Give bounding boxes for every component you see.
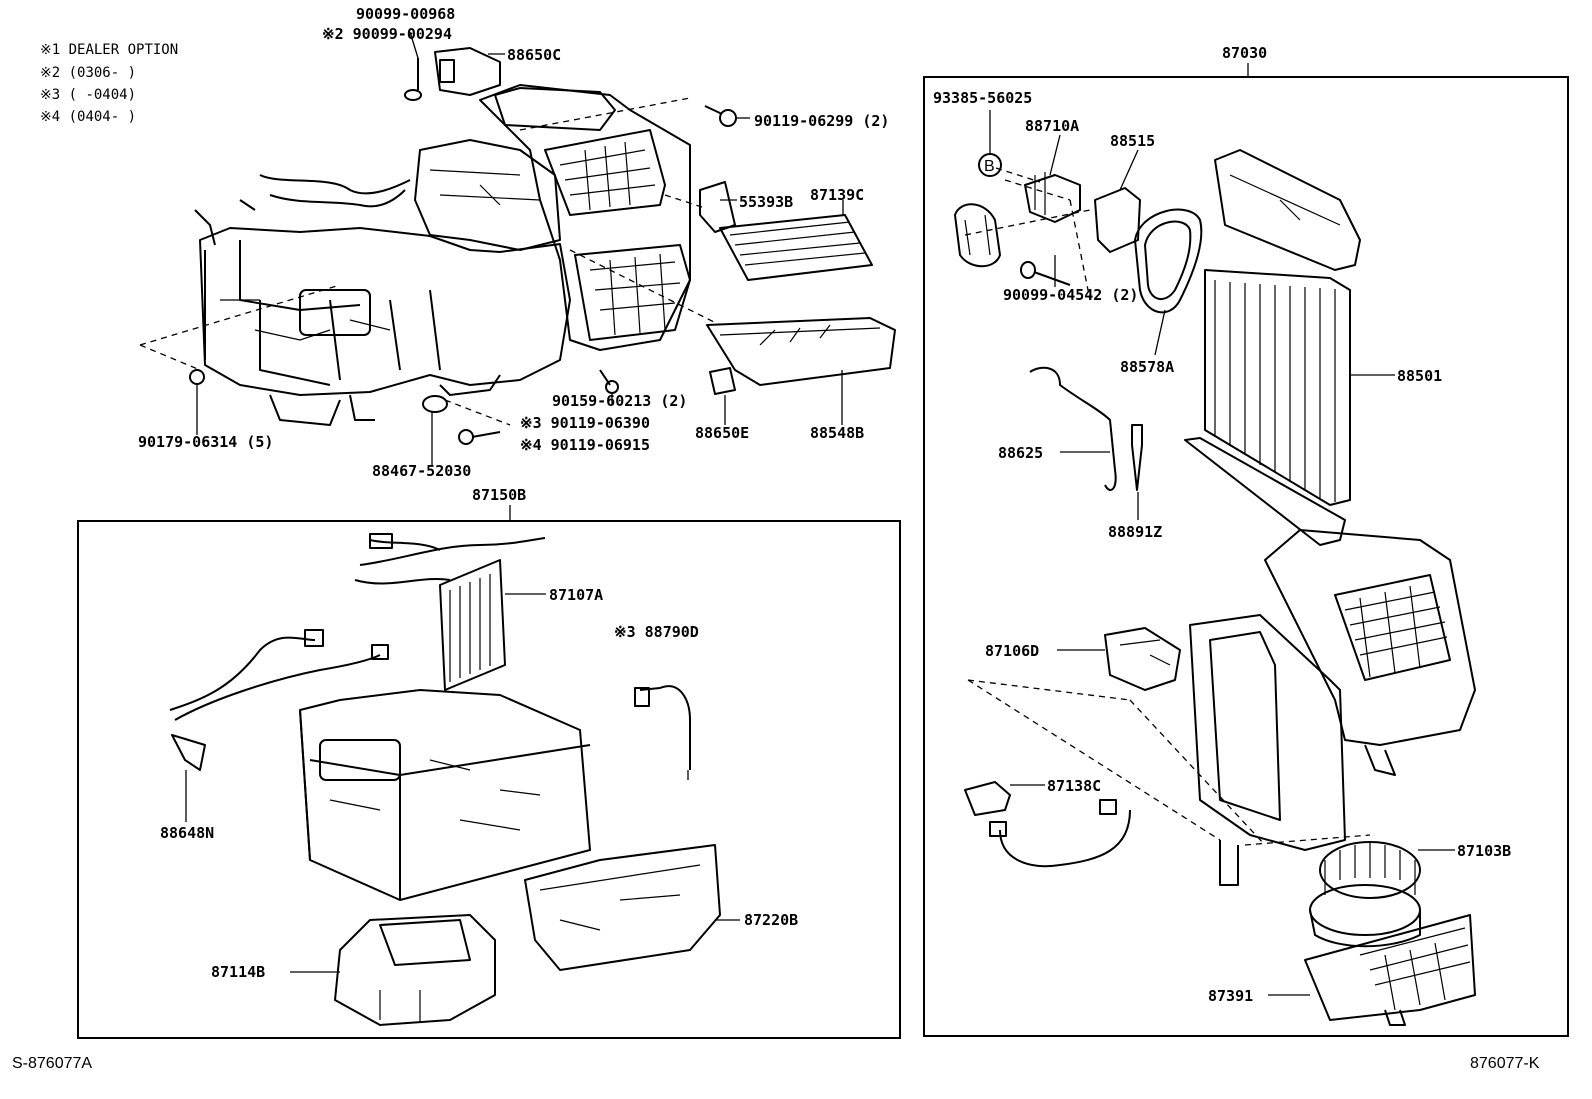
label-87030: 87030 bbox=[1222, 44, 1267, 62]
wire-87138C bbox=[964, 781, 1131, 868]
label-87107A: 87107A bbox=[549, 586, 603, 604]
duct-87220B bbox=[524, 844, 721, 971]
label-90119-06299: 90119-06299 (2) bbox=[754, 112, 889, 130]
label-88648N: 88648N bbox=[160, 824, 214, 842]
label-88650E: 88650E bbox=[695, 424, 749, 442]
label-88625: 88625 bbox=[998, 444, 1043, 462]
label-87114B: 87114B bbox=[211, 963, 265, 981]
label-90099-04542: 90099-04542 (2) bbox=[1003, 286, 1138, 304]
grommet-88467-52030 bbox=[422, 395, 448, 413]
screw-90159-60213 bbox=[599, 369, 619, 394]
marker-b: B bbox=[978, 153, 1002, 177]
screw-90099-00968 bbox=[404, 58, 422, 101]
label-87220B: 87220B bbox=[744, 911, 798, 929]
packing-88578A bbox=[1134, 208, 1203, 314]
note-3: ※3 ( -0404) bbox=[40, 87, 136, 103]
wire-harness-88648N bbox=[169, 629, 389, 771]
filter-87139C bbox=[719, 214, 873, 281]
cover-87391 bbox=[1304, 914, 1476, 1026]
note-2: ※2 (0306- ) bbox=[40, 65, 136, 81]
heater-unit-assembly bbox=[194, 84, 691, 426]
case-upper-right bbox=[1214, 149, 1361, 271]
label-87138C: 87138C bbox=[1047, 777, 1101, 795]
evaporator-88501 bbox=[1184, 269, 1351, 546]
label-90099-00968: 90099-00968 bbox=[356, 5, 455, 23]
svg-text:B: B bbox=[984, 158, 995, 175]
label-88891Z: 88891Z bbox=[1108, 523, 1162, 541]
label-87106D: 87106D bbox=[985, 642, 1039, 660]
sensor-88710A bbox=[1024, 172, 1081, 223]
label-93385-56025: 93385-56025 bbox=[933, 89, 1032, 107]
label-88578A: 88578A bbox=[1120, 358, 1174, 376]
filter-55393B bbox=[699, 181, 736, 233]
screw-90119-06390 bbox=[458, 429, 501, 445]
label-88501: 88501 bbox=[1397, 367, 1442, 385]
clip-88515 bbox=[1094, 187, 1141, 253]
label-88548B: 88548B bbox=[810, 424, 864, 442]
note-4: ※4 (0404- ) bbox=[40, 109, 136, 125]
label-55393B: 55393B bbox=[739, 193, 793, 211]
screw-90119-06299 bbox=[704, 105, 737, 127]
label-90119-06915: ※4 90119-06915 bbox=[520, 436, 650, 454]
label-88515: 88515 bbox=[1110, 132, 1155, 150]
label-90159-60213: 90159-60213 (2) bbox=[552, 392, 687, 410]
blower-case bbox=[1189, 529, 1476, 886]
sensor-88891Z bbox=[1131, 424, 1143, 491]
label-90179-06314: 90179-06314 (5) bbox=[138, 433, 273, 451]
label-87150B: 87150B bbox=[472, 486, 526, 504]
label-88650C: 88650C bbox=[507, 46, 561, 64]
label-88710A: 88710A bbox=[1025, 117, 1079, 135]
thermistor-88625 bbox=[1029, 366, 1117, 491]
servo-87106D bbox=[1104, 627, 1181, 691]
duct-87114B bbox=[334, 914, 496, 1026]
label-87391: 87391 bbox=[1208, 987, 1253, 1005]
label-87139C: 87139C bbox=[810, 186, 864, 204]
diagram-code-left: S-876077A bbox=[12, 1055, 92, 1072]
clip-88650E bbox=[709, 367, 736, 395]
diagram-code-right: 876077-K bbox=[1470, 1055, 1540, 1072]
blower-motor-87103B bbox=[1309, 841, 1421, 948]
frame-87150B bbox=[77, 520, 901, 1039]
label-88790D: ※3 88790D bbox=[614, 623, 699, 641]
label-90099-00294: ※2 90099-00294 bbox=[322, 25, 452, 43]
sensor-88790D bbox=[634, 685, 691, 770]
nut-90179-06314 bbox=[189, 369, 205, 385]
label-87103B: 87103B bbox=[1457, 842, 1511, 860]
label-88467-52030: 88467-52030 bbox=[372, 462, 471, 480]
heater-core-87107A bbox=[354, 533, 546, 691]
cover-88548B bbox=[706, 317, 896, 386]
grommet-left bbox=[954, 203, 1001, 268]
heater-case-87150B bbox=[299, 689, 591, 901]
bolt-90099-04542 bbox=[1020, 261, 1071, 286]
note-dealer-option: ※1 DEALER OPTION bbox=[40, 42, 178, 58]
frame-87030 bbox=[923, 76, 1569, 1037]
label-90119-06390: ※3 90119-06390 bbox=[520, 414, 650, 432]
clip-88650C bbox=[434, 47, 501, 96]
